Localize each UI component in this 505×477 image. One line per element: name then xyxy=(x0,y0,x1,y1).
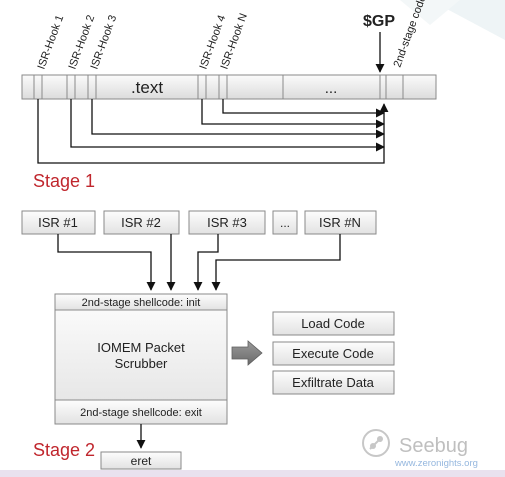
ellipsis-seg xyxy=(282,74,381,100)
watermark-url: www.zeronights.org xyxy=(394,458,478,469)
isr-box-2-label: ISR #2 xyxy=(121,215,161,230)
isr-box-n-label: ISR #N xyxy=(319,215,361,230)
hook-labels: ISR-Hook 1 ISR-Hook 2 ISR-Hook 3 ISR-Hoo… xyxy=(36,0,429,71)
isr-n-wire xyxy=(211,234,341,291)
memory-bar: .text ... xyxy=(21,74,437,100)
load-code-label: Load Code xyxy=(301,316,365,331)
hook-1-wire xyxy=(37,99,389,164)
exfiltrate-data-label: Exfiltrate Data xyxy=(292,375,374,390)
stage-2-label: Stage 2 xyxy=(33,440,95,460)
gp-pointer: $GP xyxy=(363,13,395,73)
hook-2-wire xyxy=(70,99,385,152)
memory-seg xyxy=(205,74,220,100)
memory-seg xyxy=(74,74,89,100)
shellcode-init-bar xyxy=(54,293,228,311)
ellipsis-label: ... xyxy=(325,80,338,97)
isr-box-ellipsis xyxy=(272,210,298,235)
hook-wires xyxy=(37,99,389,164)
isr-hook-1-label: ISR-Hook 1 xyxy=(36,13,67,71)
isr-hook-4-seg xyxy=(197,74,207,100)
isr-wires xyxy=(57,234,341,291)
hook-3-wire xyxy=(91,99,385,139)
eret-box xyxy=(100,451,182,470)
second-stage-seg xyxy=(385,74,404,100)
hook-n-wire xyxy=(222,99,385,118)
eret-label: eret xyxy=(131,454,152,468)
scrubber-line-1: IOMEM Packet xyxy=(97,340,185,355)
memory-seg xyxy=(402,74,437,100)
execute-code-label: Execute Code xyxy=(292,346,374,361)
second-stage-code-label: 2nd-stage code xyxy=(392,0,429,69)
stage-1-label: Stage 1 xyxy=(33,171,95,191)
isr-box-1-label: ISR #1 xyxy=(38,215,78,230)
isr-box-3-label: ISR #3 xyxy=(207,215,247,230)
gp-label: $GP xyxy=(363,13,395,30)
gp-seg xyxy=(379,74,387,100)
hook-4-wire xyxy=(201,99,385,129)
text-section-label: .text xyxy=(131,78,163,97)
shellcode-init-label: 2nd-stage shellcode: init xyxy=(82,297,201,309)
memory-seg xyxy=(21,74,35,100)
isr-1-wire xyxy=(57,234,156,291)
isr-box-ellipsis-label: ... xyxy=(280,216,290,230)
exfiltrate-data-box xyxy=(272,370,395,395)
isr-hook-n-seg xyxy=(218,74,228,100)
scrubber-line-2: Scrubber xyxy=(115,356,168,371)
watermark-brand: Seebug xyxy=(399,435,468,457)
isr-hook-2-seg xyxy=(66,74,76,100)
action-boxes: Load Code Execute Code Exfiltrate Data xyxy=(272,311,395,395)
text-section-seg xyxy=(95,74,199,100)
isr-row: ISR #1 ISR #2 ISR #3 ... ISR #N xyxy=(21,210,377,235)
seebug-logo-icon xyxy=(362,429,390,457)
isr-hook-3-seg xyxy=(87,74,97,100)
execute-code-box xyxy=(272,341,395,366)
isr-box-3 xyxy=(188,210,266,235)
big-arrow-icon xyxy=(231,340,263,366)
isr-box-2 xyxy=(103,210,180,235)
shellcode-block: 2nd-stage shellcode: init IOMEM Packet S… xyxy=(54,293,228,425)
load-code-box xyxy=(272,311,395,336)
memory-seg xyxy=(41,74,68,100)
watermark: Seebug www.zeronights.org xyxy=(362,429,478,469)
memory-seg xyxy=(226,74,284,100)
isr-hook-1-seg xyxy=(33,74,43,100)
shellcode-exit-label: 2nd-stage shellcode: exit xyxy=(80,407,202,419)
isr-3-wire xyxy=(193,234,219,291)
